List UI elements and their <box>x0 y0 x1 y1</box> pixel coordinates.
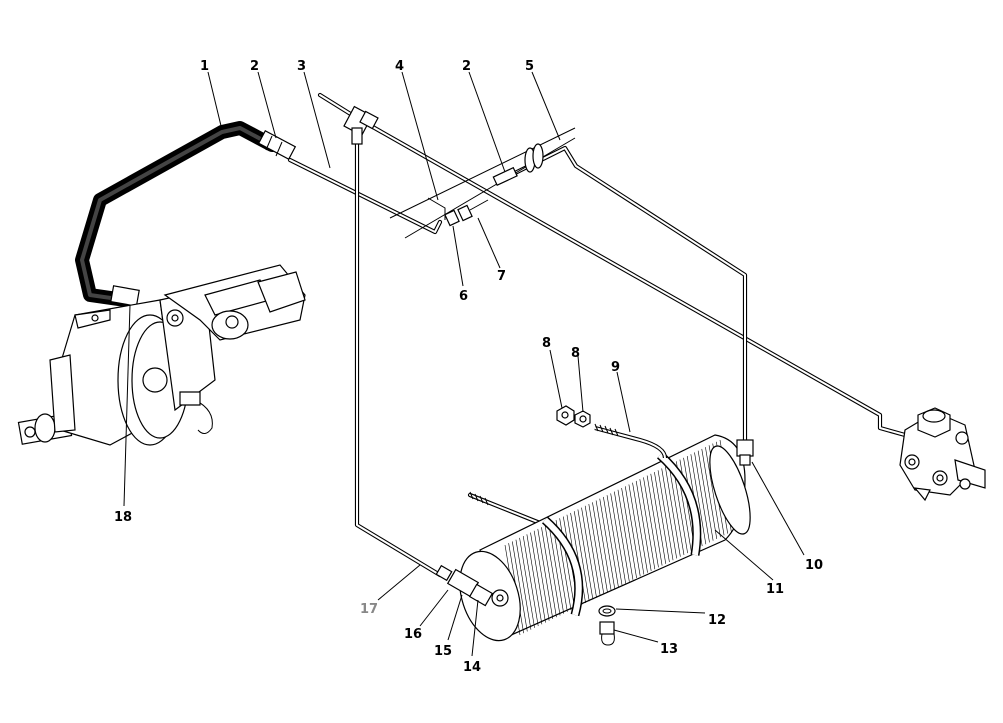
callout-7: 7 <box>497 269 506 284</box>
drain-plug <box>598 605 616 646</box>
nuts <box>556 405 591 428</box>
callout-12: 12 <box>708 613 726 628</box>
callout-15: 15 <box>434 644 452 659</box>
pipe-network <box>287 92 908 578</box>
callout-9: 9 <box>611 360 620 375</box>
callout-11: 11 <box>766 582 784 597</box>
callout-17: 17 <box>360 602 378 617</box>
callout-labels: 1 2 3 4 2 5 6 7 8 8 9 10 11 12 13 14 15 … <box>114 59 823 675</box>
bracket-fasteners <box>444 199 489 227</box>
tee-fitting <box>343 105 379 145</box>
pipe-coupling <box>492 166 518 186</box>
callout-2a: 2 <box>250 59 259 74</box>
callout-8b: 8 <box>571 346 580 361</box>
callout-8a: 8 <box>542 336 551 351</box>
pipe-clamp <box>524 143 544 173</box>
callout-4: 4 <box>395 59 404 74</box>
callout-16: 16 <box>404 627 422 642</box>
callout-2b: 2 <box>462 59 471 74</box>
brake-chamber-assembly <box>17 264 306 446</box>
leader-lines <box>123 71 805 657</box>
callout-10: 10 <box>805 558 823 573</box>
callout-18: 18 <box>114 510 132 525</box>
callout-5: 5 <box>525 59 534 74</box>
pressure-regulator-valve <box>899 407 986 502</box>
callout-14: 14 <box>463 660 481 675</box>
callout-6: 6 <box>459 289 468 304</box>
callout-3: 3 <box>297 59 306 74</box>
flexible-hose <box>75 121 297 307</box>
air-receiver <box>435 423 754 642</box>
callout-13: 13 <box>660 642 678 657</box>
callout-1: 1 <box>200 59 209 74</box>
